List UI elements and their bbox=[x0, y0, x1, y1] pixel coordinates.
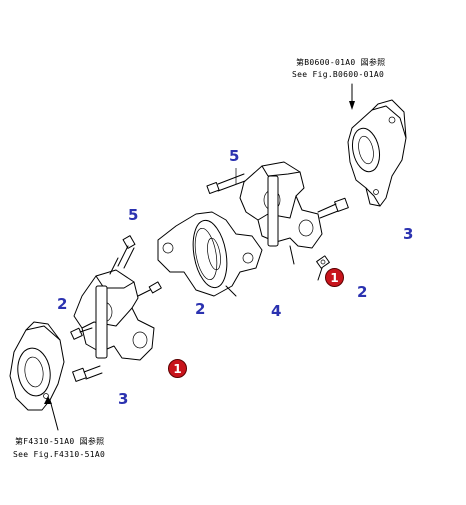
callout-2-right: 2 bbox=[357, 283, 368, 301]
reference-bottom-en: See Fig.F4310-51A0 bbox=[13, 450, 106, 459]
callout-3-bottom: 3 bbox=[118, 390, 129, 408]
callout-2-left: 2 bbox=[57, 295, 68, 313]
fitting-lower-left bbox=[70, 327, 93, 340]
callout-5-left: 5 bbox=[128, 206, 139, 224]
center-bearing bbox=[157, 211, 263, 297]
reference-top-jp: 第B0600-01A0 図参照 bbox=[296, 58, 386, 67]
upper-spider bbox=[239, 161, 323, 265]
upper-yoke bbox=[347, 99, 407, 207]
bolt-lower-top bbox=[117, 235, 136, 269]
callout-3-right: 3 bbox=[403, 225, 414, 243]
reference-bottom-jp: 第F4310-51A0 図参照 bbox=[15, 437, 105, 446]
fitting-upper bbox=[316, 255, 330, 281]
lower-spider bbox=[73, 257, 155, 361]
callout-5-upper: 5 bbox=[229, 147, 240, 165]
fitting-lower-top bbox=[137, 281, 162, 297]
badge-1-upper: 1 bbox=[325, 268, 344, 287]
bolt-upper bbox=[206, 168, 246, 194]
badge-1-lower: 1 bbox=[168, 359, 187, 378]
reference-top-en: See Fig.B0600-01A0 bbox=[292, 70, 385, 79]
callout-2-center: 2 bbox=[195, 300, 206, 318]
bolt-right bbox=[317, 197, 349, 219]
lower-reference-arrow bbox=[44, 396, 59, 431]
bolt-lower-bottom bbox=[72, 365, 103, 382]
callout-4: 4 bbox=[271, 302, 282, 320]
upper-reference-arrow bbox=[349, 83, 355, 110]
lower-yoke bbox=[9, 321, 65, 411]
